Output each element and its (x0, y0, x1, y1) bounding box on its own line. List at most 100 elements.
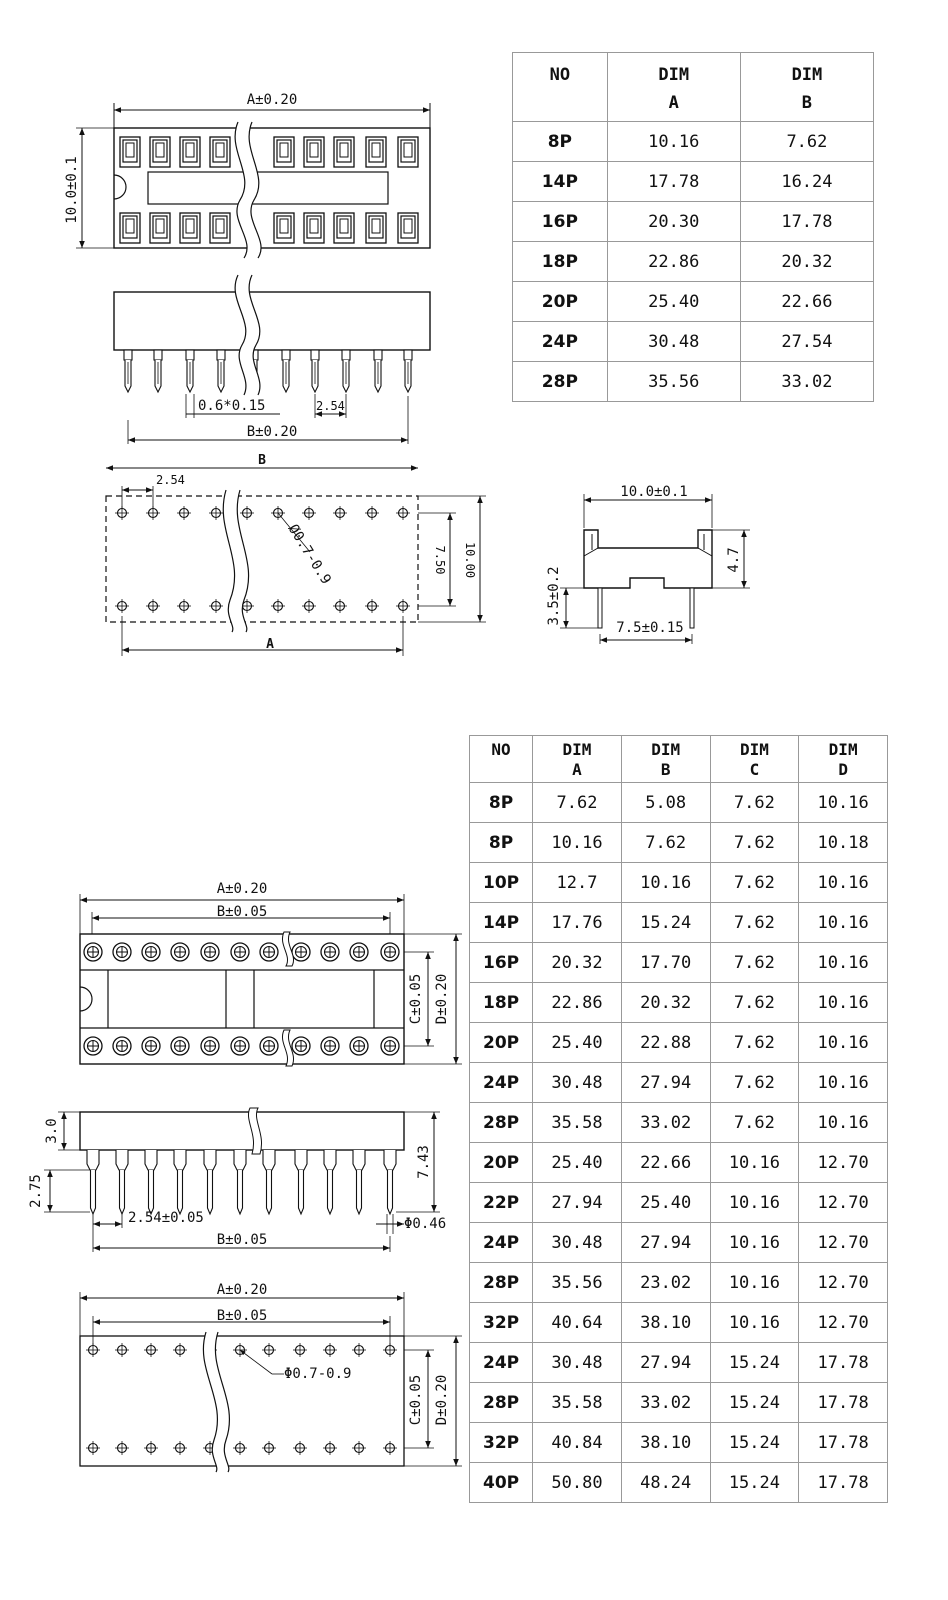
table-cell: 20.30 (606, 201, 741, 242)
table-cell: 17.70 (620, 942, 711, 983)
table-cell: 10.16 (798, 782, 888, 823)
table-cell: 7.62 (709, 902, 800, 943)
table-cell: 15.24 (709, 1382, 800, 1423)
top-pin-dim-label: 0.6*0.15 (198, 398, 265, 414)
table-cell-no: 28P (512, 361, 608, 402)
top-socket-side-view: 0.6*0.15 2.54 B±0.20 (113, 274, 431, 444)
table-cell: 27.54 (739, 321, 875, 362)
table-cell: 7.62 (709, 1102, 800, 1143)
table-cell: 10.18 (798, 822, 888, 863)
table-cell: 22.88 (620, 1022, 711, 1063)
table-cell-no: 20P (468, 1022, 534, 1063)
table-cell: 35.58 (532, 1382, 622, 1423)
side-b-label: B±0.05 (217, 1232, 268, 1248)
end-pin-label: 3.5±0.2 (546, 566, 562, 625)
table2-header-no: NO (468, 735, 534, 783)
table-cell: 20.32 (620, 982, 711, 1023)
table-cell: 40.64 (532, 1302, 622, 1343)
table-cell: 22.86 (606, 241, 741, 282)
footprint-hole-label: Ø0.7-0.9 (285, 522, 334, 588)
table-cell: 12.70 (798, 1262, 888, 1303)
table-cell: 25.40 (532, 1022, 622, 1063)
table-cell-no: 28P (468, 1262, 534, 1303)
table-cell: 17.78 (739, 201, 875, 242)
footprint-a-label: A (266, 637, 274, 652)
end-pitch-label: 7.5±0.15 (616, 620, 683, 636)
table-cell-no: 24P (512, 321, 608, 362)
table-cell-no: 20P (468, 1142, 534, 1183)
table-cell: 7.62 (709, 862, 800, 903)
top-pitch-dim-label: 2.54 (316, 399, 345, 413)
table-cell-no: 16P (512, 201, 608, 242)
end-height-label: 4.7 (726, 547, 742, 572)
table-cell: 10.16 (620, 862, 711, 903)
table-cell-no: 28P (468, 1382, 534, 1423)
footprint2-d-label: D±0.20 (434, 1375, 450, 1426)
table-cell: 10.16 (709, 1182, 800, 1223)
table-cell: 35.56 (606, 361, 741, 402)
footprint2-a-label: A±0.20 (217, 1282, 268, 1298)
table-cell: 10.16 (798, 982, 888, 1023)
table-cell-no: 20P (512, 281, 608, 322)
table-cell: 12.70 (798, 1182, 888, 1223)
table-cell: 25.40 (620, 1182, 711, 1223)
table-cell: 23.02 (620, 1262, 711, 1303)
table-cell: 15.24 (709, 1422, 800, 1463)
table-cell: 17.78 (798, 1422, 888, 1463)
bottom-socket-top-view: A±0.20 B±0.05 C±0.05 D±0.20 (79, 881, 462, 1067)
table-cell: 22.66 (739, 281, 875, 322)
table-cell-no: 24P (468, 1062, 534, 1103)
table-cell: 7.62 (709, 942, 800, 983)
table-cell-no: 16P (468, 942, 534, 983)
table-cell: 7.62 (709, 982, 800, 1023)
end-width-label: 10.0±0.1 (620, 484, 687, 500)
table-cell: 17.78 (606, 161, 741, 202)
table-cell: 17.76 (532, 902, 622, 943)
table-cell-no: 24P (468, 1342, 534, 1383)
top-socket-top-view: A±0.20 10.0±0.1 (64, 92, 431, 259)
table-cell: 10.16 (532, 822, 622, 863)
table-cell: 50.80 (532, 1462, 622, 1503)
table-cell-no: 10P (468, 862, 534, 903)
table-cell: 27.94 (620, 1342, 711, 1383)
top-socket-footprint: B 2.54 Ø0.7-0.9 7.50 10.00 A (105, 453, 486, 656)
table-cell: 35.58 (532, 1102, 622, 1143)
table-cell: 48.24 (620, 1462, 711, 1503)
table-cell: 38.10 (620, 1302, 711, 1343)
body-height-label: 3.0 (44, 1118, 60, 1143)
footprint2-b-label: B±0.05 (217, 1308, 268, 1324)
footprint-b-label: B (258, 453, 266, 468)
table-cell: 12.70 (798, 1222, 888, 1263)
table-cell: 7.62 (709, 822, 800, 863)
pitch-label: 2.54±0.05 (128, 1210, 204, 1226)
table-cell: 5.08 (620, 782, 711, 823)
table-cell: 25.40 (606, 281, 741, 322)
table-cell: 10.16 (798, 1022, 888, 1063)
table-cell: 30.48 (606, 321, 741, 362)
footprint-row-label: 7.50 (433, 546, 447, 575)
table1-header-no: NO (512, 52, 608, 122)
footprint-outer-label: 10.00 (463, 542, 477, 578)
table-cell: 30.48 (532, 1222, 622, 1263)
footprint2-hole-label: Φ0.7-0.9 (284, 1366, 351, 1382)
bottom-c-label: C±0.05 (408, 974, 424, 1025)
table-cell: 15.24 (709, 1462, 800, 1503)
overall-height-label: 7.43 (416, 1145, 432, 1179)
